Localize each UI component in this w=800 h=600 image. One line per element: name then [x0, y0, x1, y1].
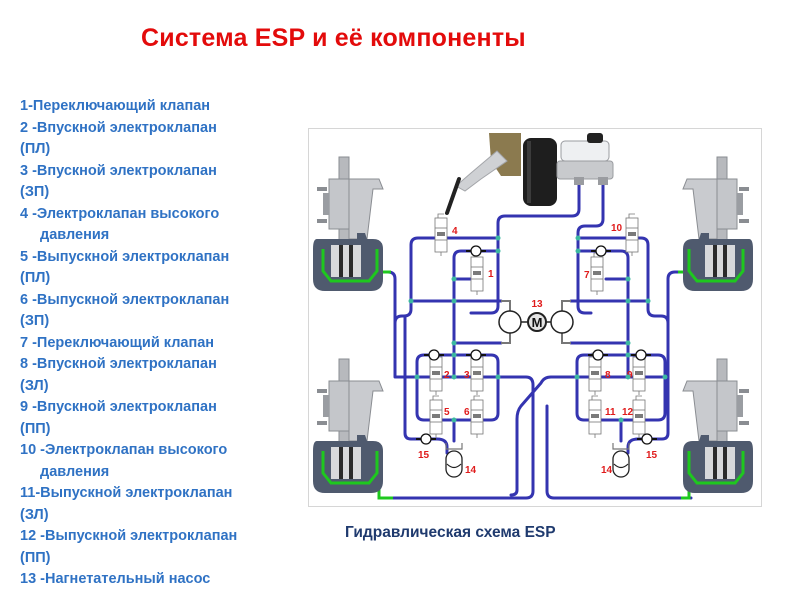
legend-text: давления: [40, 463, 110, 480]
legend-text: 7 -Переключающий клапан: [20, 334, 215, 351]
valve-11: 11: [588, 395, 616, 439]
accumulator-left: 14: [445, 442, 477, 478]
label-15-left: 15: [418, 450, 430, 461]
wheel-front-right: [681, 155, 755, 293]
legend-text: (ПЛ): [20, 270, 51, 286]
legend-text: 9 -Впускной электроклапан: [20, 399, 217, 415]
legend-item-2: 2 -Впускной электроклапан (ПЛ): [20, 118, 305, 161]
label-8: 8: [605, 370, 611, 381]
valve-8: 8: [588, 352, 611, 396]
valve-7: 7: [584, 252, 604, 296]
legend-text: (ЗП): [20, 184, 50, 200]
motor-label: M: [532, 315, 543, 330]
master-cylinder: [556, 133, 614, 185]
label-14-right: 14: [601, 465, 613, 476]
legend-text: (ПП): [20, 549, 51, 566]
check-valve-15-right: 15: [636, 433, 658, 461]
label-1: 1: [488, 269, 494, 280]
wheel-rear-left: [311, 357, 385, 495]
legend-item-6: 6 -Выпускной электроклапан (ЗП): [20, 290, 305, 333]
legend-text: 2 -Впускной электроклапан: [20, 119, 217, 136]
legend-item-11: 11-Выпускной электроклапан (ЗЛ): [20, 483, 305, 526]
legend-text: 8 -Впускной электроклапан: [20, 356, 217, 372]
legend-item-7: 7 -Переключающий клапан: [20, 333, 305, 355]
check-valve-left-top: [465, 245, 487, 257]
legend-text: 6 -Выпускной электроклапан: [20, 291, 230, 308]
legend-item-10: 10 -Электроклапан высокого давления: [20, 440, 305, 483]
pump-left-icon: [498, 310, 522, 334]
wheel-front-left: [311, 155, 385, 293]
brake-booster: [523, 138, 557, 206]
pump-right-icon: [550, 310, 574, 334]
legend-text: 5 -Выпускной электроклапан: [20, 248, 230, 265]
valve-12: 12: [622, 395, 646, 439]
legend-text: (ЗП): [20, 313, 50, 329]
legend-item-3: 3 -Впускной электроклапан (ЗП): [20, 161, 305, 204]
legend-text: 11-Выпускной электроклапан: [20, 485, 233, 501]
valve-6: 6: [464, 395, 484, 439]
legend-item-13: 13 -Нагнетательный насос: [20, 569, 305, 591]
diagram-canvas: M 13 4 1 10 7 2 3 5 6 8 9 11 12 15 15 14…: [311, 133, 755, 500]
legend-text: 10 -Электроклапан высокого: [20, 442, 228, 458]
check-valve-15-left: 15: [415, 433, 437, 461]
legend-text: 13 -Нагнетательный насос: [20, 571, 211, 587]
label-6: 6: [464, 407, 470, 418]
label-7: 7: [584, 270, 590, 281]
pump-motor-unit: M 13: [498, 299, 574, 344]
legend-item-12: 12 -Выпускной электроклапан (ПП): [20, 526, 305, 569]
legend-text: 4 -Электроклапан высокого: [20, 205, 220, 222]
valve-1: 1: [470, 252, 494, 296]
legend-text: (ЗЛ): [20, 506, 49, 523]
label-10: 10: [611, 223, 623, 234]
diagram-caption: Гидравлическая схема ESP: [345, 524, 556, 541]
legend-text: давления: [40, 227, 110, 243]
valve-10: 10: [611, 213, 639, 257]
legend-text: 3 -Впускной электроклапан: [20, 162, 217, 179]
valve-2: 2: [429, 352, 450, 396]
slide-title: Система ESP и её компоненты: [141, 24, 526, 52]
label-3: 3: [464, 370, 470, 381]
legend-text: 1-Переключающий клапан: [20, 98, 211, 114]
brake-pedal: [445, 133, 521, 215]
label-15-right: 15: [646, 450, 658, 461]
legend-item-1: 1-Переключающий клапан: [20, 96, 305, 118]
label-13: 13: [531, 299, 543, 310]
junction-dots: [408, 235, 668, 423]
legend-text: 12 -Выпускной электроклапан: [20, 528, 238, 544]
legend-item-5: 5 -Выпускной электроклапан (ПЛ): [20, 247, 305, 290]
hydraulic-diagram: M 13 4 1 10 7 2 3 5 6 8 9 11 12 15 15 14…: [308, 128, 762, 507]
valve-3: 3: [464, 352, 484, 396]
label-5: 5: [444, 407, 450, 418]
legend-text: (ПЛ): [20, 141, 51, 157]
valve-5: 5: [429, 395, 450, 439]
legend-text: (ЗЛ): [20, 377, 49, 394]
label-12: 12: [622, 407, 634, 418]
component-legend: 1-Переключающий клапан 2 -Впускной элект…: [20, 96, 305, 591]
accumulator-right: 14: [601, 442, 630, 478]
label-14-left: 14: [465, 465, 477, 476]
legend-item-4: 4 -Электроклапан высокого давления: [20, 204, 305, 247]
valve-4: 4: [434, 213, 458, 257]
label-11: 11: [605, 407, 616, 418]
legend-text: (ПП): [20, 420, 51, 437]
legend-item-9: 9 -Впускной электроклапан (ПП): [20, 397, 305, 440]
label-2: 2: [444, 370, 450, 381]
label-4: 4: [452, 226, 458, 237]
legend-item-8: 8 -Впускной электроклапан (ЗЛ): [20, 354, 305, 397]
wheel-rear-right: [681, 357, 755, 495]
